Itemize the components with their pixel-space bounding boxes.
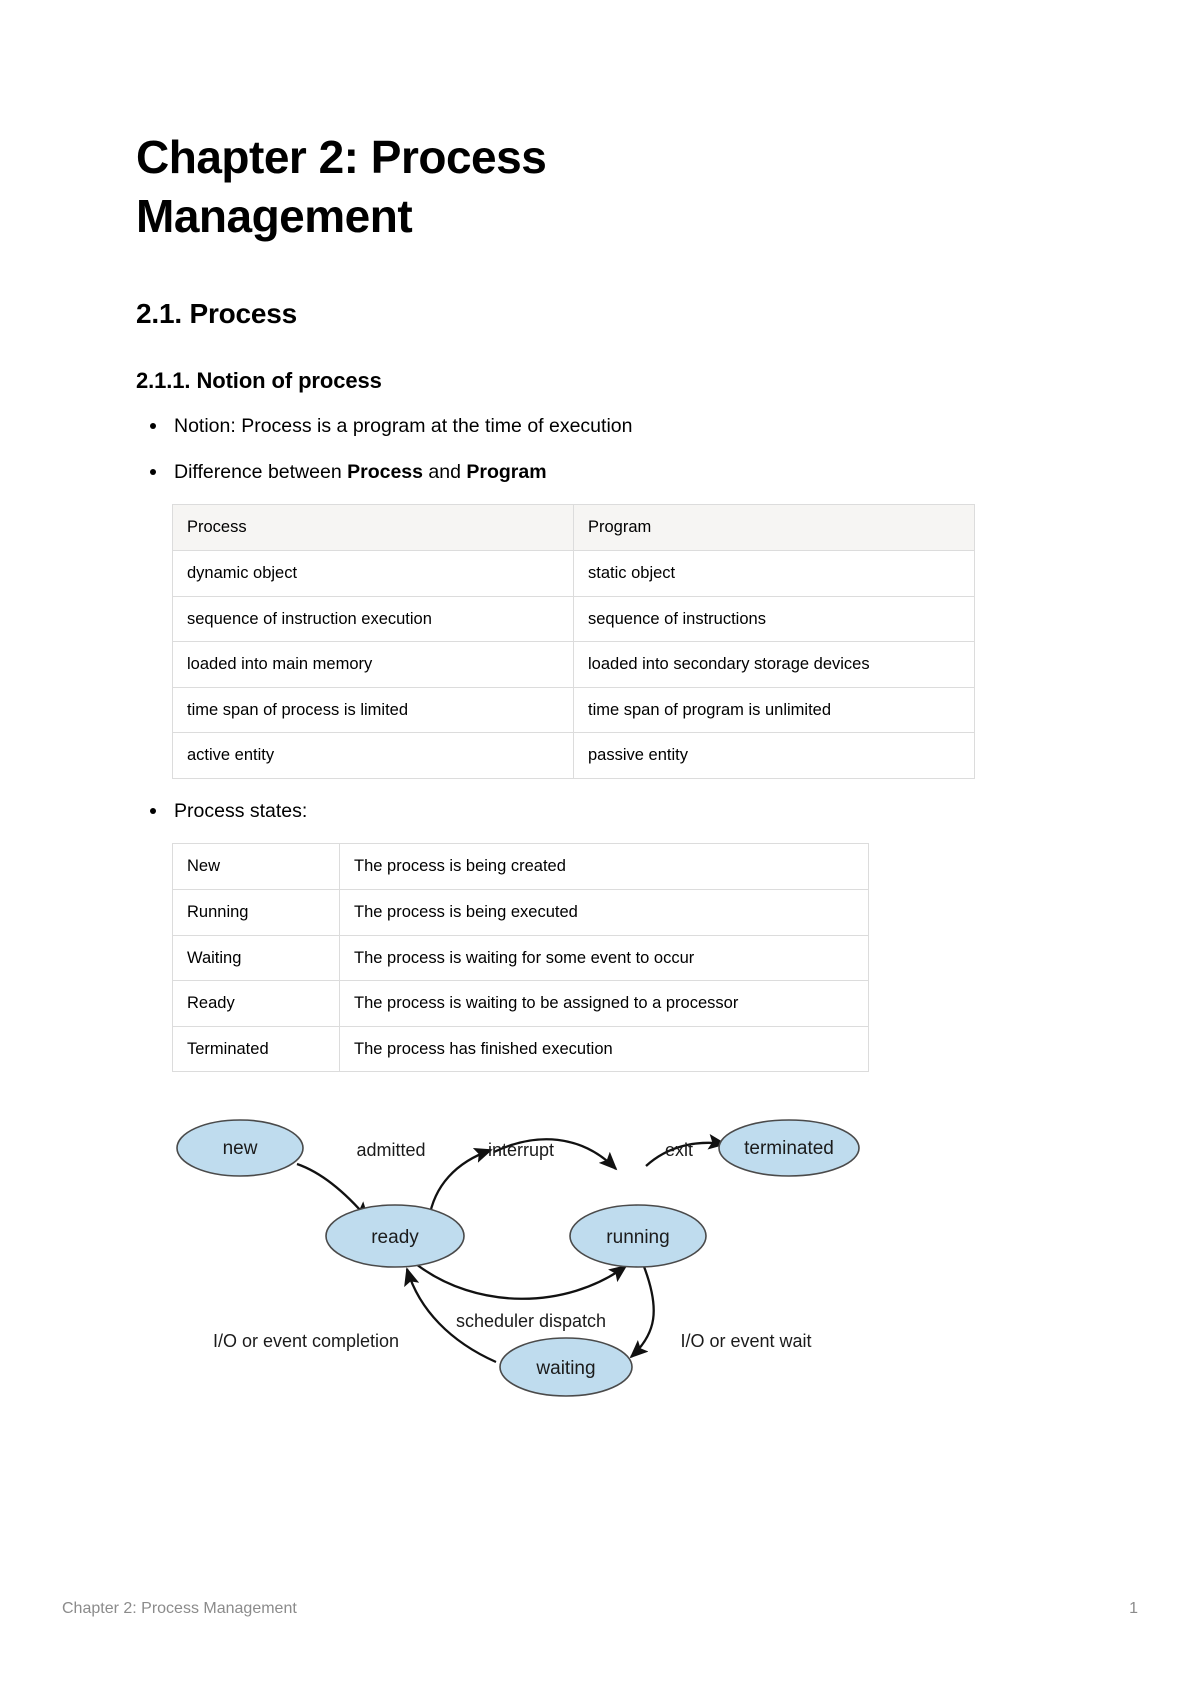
list-item-difference: Difference between Process and Program — [136, 458, 1066, 487]
edge-label-scheduler-dispatch: scheduler dispatch — [456, 1311, 606, 1331]
list-item-label: Process states: — [174, 800, 308, 822]
page-title: Chapter 2: Process Management — [136, 131, 547, 242]
edge-label-io-event-wait: I/O or event wait — [680, 1331, 811, 1351]
table-cell: loaded into secondary storage devices — [573, 641, 975, 688]
edge-running-to-terminated — [645, 1134, 727, 1168]
edge-label-exit: exit — [665, 1140, 693, 1160]
difference-text-mid: and — [422, 461, 467, 483]
node-waiting: waiting — [499, 1337, 633, 1398]
table-row: Ready The process is waiting to be assig… — [171, 980, 869, 1027]
bullet-dot-icon — [150, 808, 156, 814]
table-header-row: Process Program — [172, 504, 975, 551]
table-cell-state: Waiting — [171, 934, 341, 982]
states-table-wrapper: New The process is being created Running… — [171, 843, 869, 1073]
table-row: Running The process is being executed — [171, 888, 869, 936]
node-ready: ready — [325, 1204, 465, 1269]
difference-text-process: Process — [347, 461, 423, 483]
page-content: Chapter 2: Process Management 2.1. Proce… — [136, 128, 1066, 1404]
node-label-terminated: terminated — [744, 1138, 834, 1159]
table-cell-description: The process is waiting to be assigned to… — [339, 980, 869, 1027]
edge-running-to-waiting — [629, 1263, 655, 1359]
section-heading-2-1: 2.1. Process — [136, 297, 298, 329]
table-cell: loaded into main memory — [172, 641, 574, 688]
comparison-table-wrapper: Process Program dynamic object static ob… — [172, 504, 975, 779]
edge-interrupt-into-ready — [427, 1148, 493, 1220]
column-header-process: Process — [172, 504, 574, 551]
list-item-process-states: Process states: — [136, 797, 1066, 826]
notion-bullet-list: Notion: Process is a program at the time… — [136, 412, 1066, 488]
table-cell: dynamic object — [172, 549, 574, 597]
difference-text-program: Program — [466, 461, 547, 483]
subsection-heading-2-1-1: 2.1.1. Notion of process — [136, 367, 382, 393]
process-states-bullet-list: Process states: — [136, 797, 1066, 826]
table-row: loaded into main memory loaded into seco… — [172, 641, 975, 688]
node-new: new — [176, 1119, 304, 1178]
table-row: active entity passive entity — [172, 732, 975, 779]
table-cell-description: The process is being executed — [339, 888, 869, 936]
node-label-new: new — [223, 1138, 258, 1159]
table-row: Terminated The process has finished exec… — [171, 1025, 869, 1073]
edge-label-admitted: admitted — [356, 1140, 425, 1160]
table-cell: sequence of instruction execution — [172, 595, 574, 643]
edge-label-interrupt: interrupt — [488, 1140, 554, 1160]
difference-text-prefix: Difference between — [174, 461, 348, 483]
edge-label-io-event-completion: I/O or event completion — [213, 1331, 399, 1351]
table-cell: passive entity — [573, 732, 975, 779]
table-row: time span of process is limited time spa… — [172, 686, 975, 734]
table-cell-state: Ready — [171, 980, 341, 1027]
table-cell-state: Terminated — [171, 1025, 341, 1073]
table-cell: sequence of instructions — [573, 595, 975, 643]
table-row: Waiting The process is waiting for some … — [171, 934, 869, 982]
node-label-ready: ready — [371, 1227, 419, 1248]
node-running: running — [569, 1204, 707, 1269]
page-footer: Chapter 2: Process Management 1 — [62, 1600, 1138, 1618]
table-row: dynamic object static object — [172, 549, 975, 597]
table-row: New The process is being created — [171, 843, 869, 890]
table-cell-description: The process has finished execution — [339, 1025, 869, 1073]
table-cell-state: Running — [171, 888, 341, 936]
table-cell-state: New — [171, 843, 341, 890]
edge-waiting-to-ready — [404, 1267, 497, 1364]
footer-left-text: Chapter 2: Process Management — [62, 1600, 297, 1617]
table-row: sequence of instruction execution sequen… — [172, 595, 975, 643]
footer-page-number: 1 — [1129, 1600, 1138, 1617]
table-cell: static object — [573, 549, 975, 597]
edge-running-to-ready-interrupt — [493, 1138, 618, 1171]
node-label-waiting: waiting — [535, 1358, 595, 1379]
node-label-running: running — [606, 1227, 669, 1248]
edge-ready-to-running-dispatch — [415, 1263, 628, 1301]
process-program-comparison-table: Process Program dynamic object static ob… — [172, 504, 975, 779]
table-cell: time span of process is limited — [172, 686, 574, 734]
list-item-notion: Notion: Process is a program at the time… — [136, 412, 1066, 441]
table-cell-description: The process is being created — [339, 843, 869, 890]
column-header-program: Program — [573, 504, 975, 551]
bullet-dot-icon — [150, 469, 156, 475]
process-state-diagram: new terminated ready running waiting — [176, 1114, 916, 1404]
list-item-label: Notion: Process is a program at the time… — [174, 414, 633, 437]
node-terminated: terminated — [718, 1119, 860, 1178]
table-cell: time span of program is unlimited — [573, 686, 975, 734]
process-states-table: New The process is being created Running… — [171, 843, 869, 1073]
table-cell: active entity — [172, 732, 574, 779]
table-cell-description: The process is waiting for some event to… — [339, 934, 869, 982]
bullet-dot-icon — [150, 422, 156, 429]
